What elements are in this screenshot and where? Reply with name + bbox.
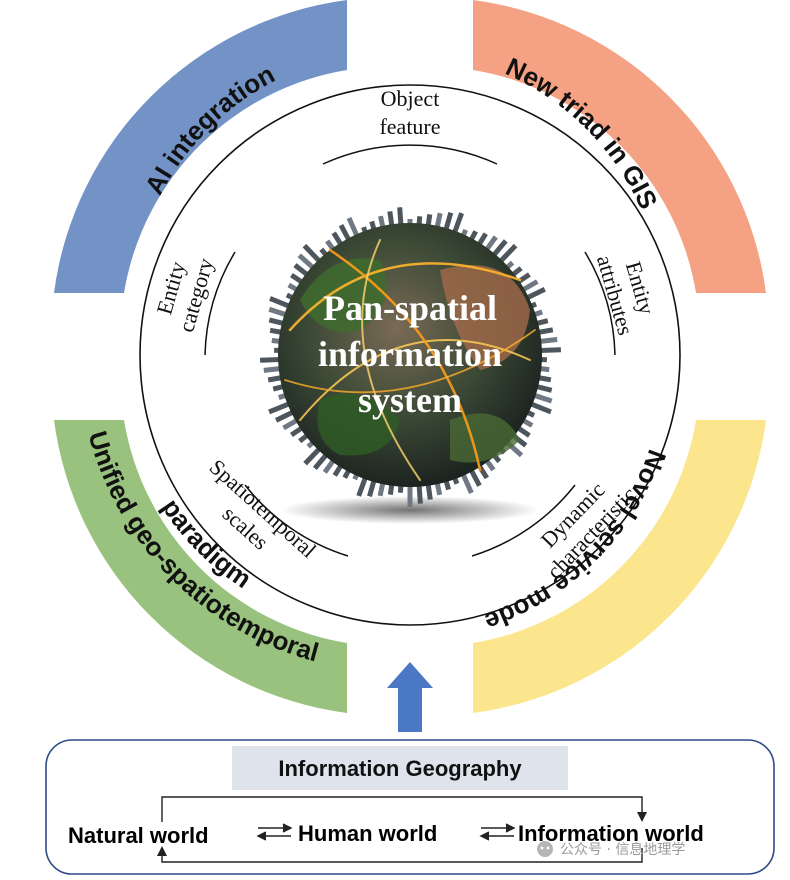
wechat-icon-eye-2: [546, 846, 550, 850]
watermark-text: 公众号 · 信息地理学: [560, 841, 685, 858]
watermark: 公众号 · 信息地理学: [537, 841, 685, 858]
center-title-line3: system: [358, 380, 462, 420]
light-trails: [284, 239, 536, 481]
world-information: Information world: [518, 821, 704, 846]
globe-shadow: [280, 496, 540, 524]
wechat-icon: [537, 841, 553, 857]
information-geography-panel: [45, 739, 775, 875]
bidirectional-arrow-2: [479, 823, 516, 841]
separator-bottom-left: [244, 484, 349, 557]
quadrant-bottom-left: [54, 420, 347, 713]
aspect-top-line2: feature: [379, 114, 440, 139]
separator-bottom-right: [471, 484, 576, 557]
skyline-building: [407, 481, 413, 507]
quadrant-top-left: [54, 0, 347, 293]
inner-ring: [139, 84, 681, 626]
world-natural: Natural world: [68, 823, 209, 848]
separator-right: [584, 251, 616, 356]
panel-title: Information Geography: [278, 756, 522, 781]
panel-title-box: [232, 746, 568, 790]
separator-left: [204, 251, 236, 356]
skyline-building: [535, 347, 561, 354]
quadrant-bottom-right: [473, 420, 766, 713]
wechat-icon-eye-1: [540, 846, 544, 850]
world-human: Human world: [298, 821, 437, 846]
loop-arrowhead-left: [157, 846, 167, 856]
bidirectional-arrow-1: [256, 823, 293, 841]
center-title-line1: Pan-spatial: [323, 288, 497, 328]
loop-arrowhead-right: [637, 812, 647, 822]
up-arrow: [387, 662, 433, 732]
quadrant-top-right: [473, 0, 766, 293]
separator-top: [322, 144, 498, 165]
aspect-top-line1: Object: [381, 86, 440, 111]
center-title-line2: information: [318, 334, 502, 374]
